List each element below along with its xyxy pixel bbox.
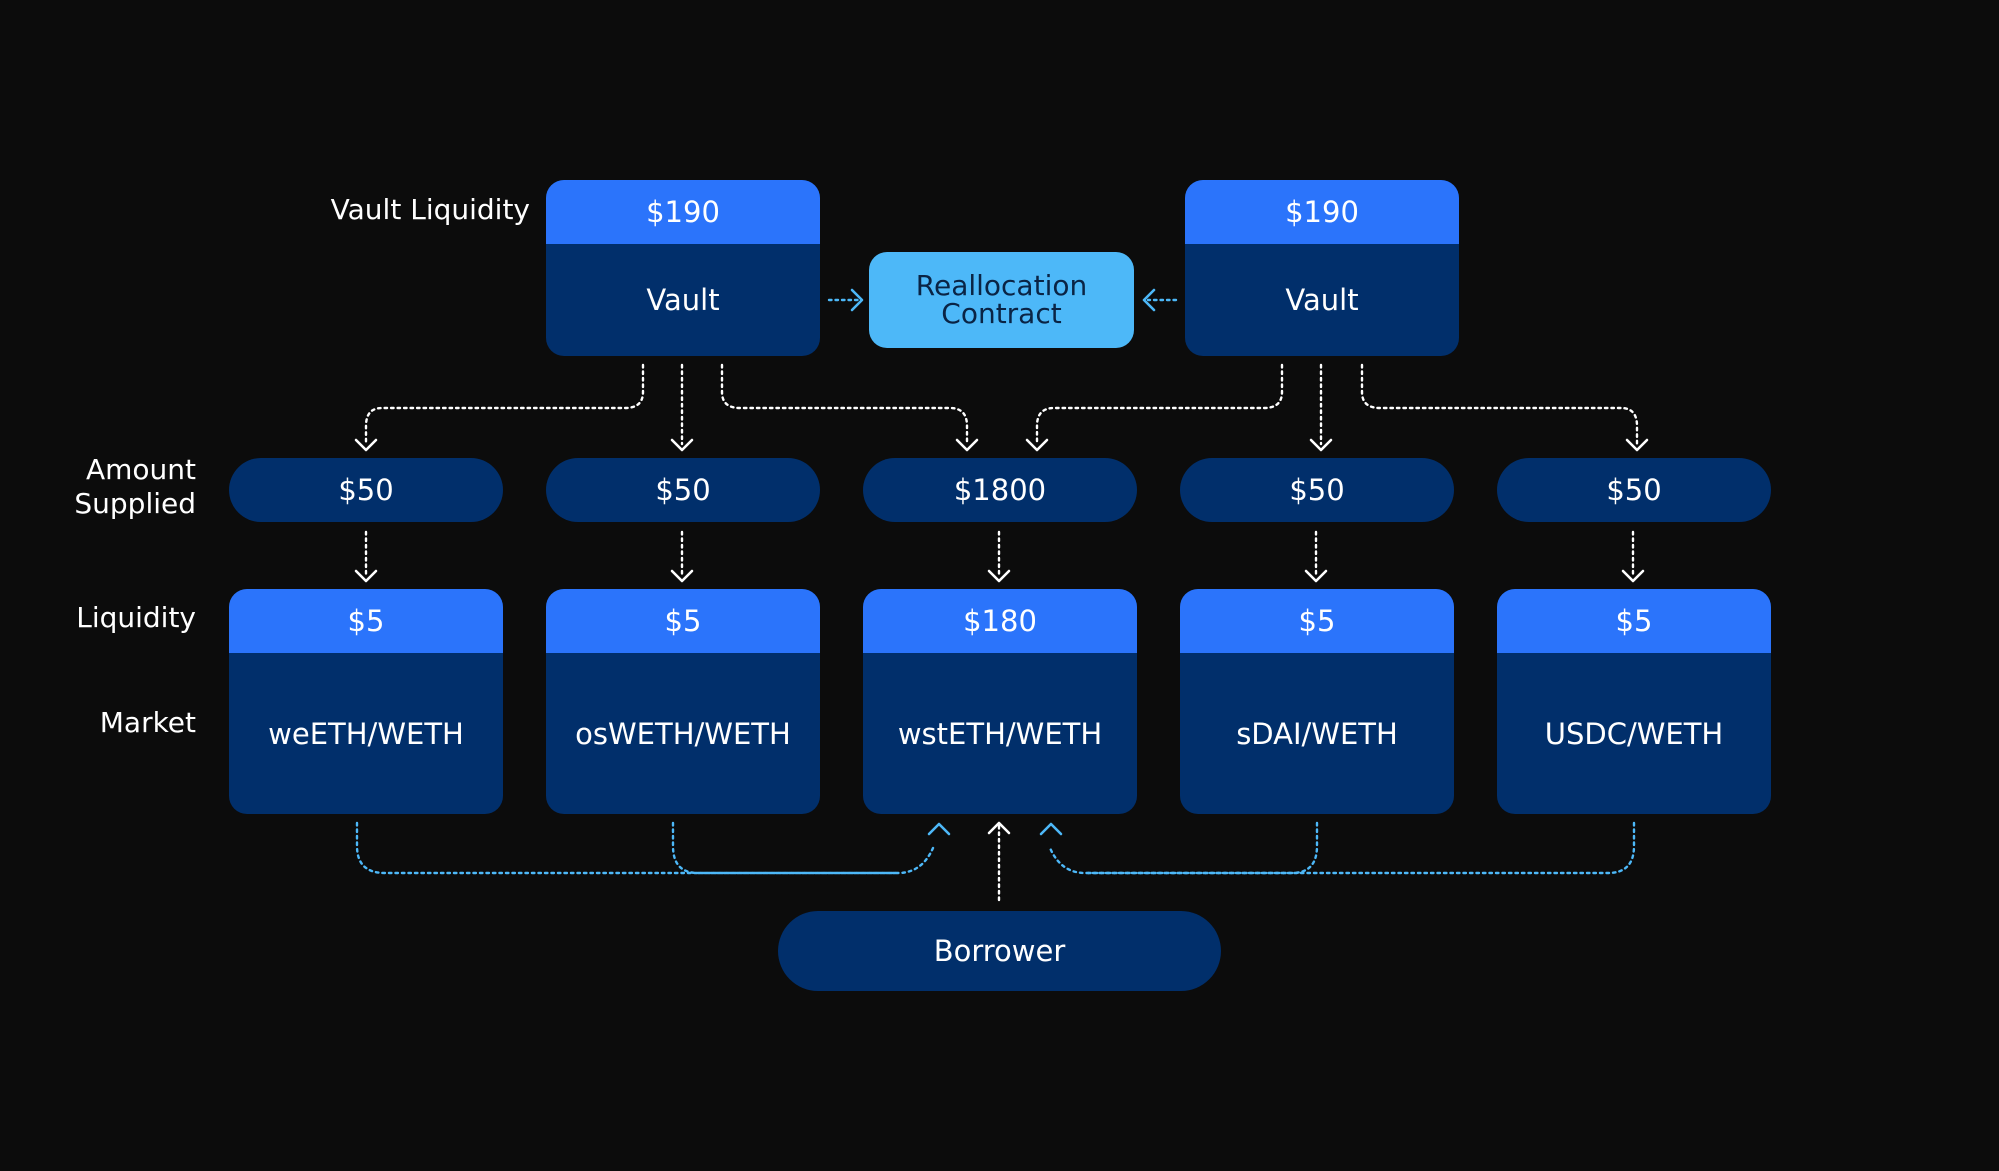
arrowhead-borrower-up (987, 821, 1011, 835)
reallocation-contract-line2: Contract (941, 297, 1062, 330)
market-2-liquidity: $5 (546, 589, 820, 653)
arrowhead-market-2 (670, 569, 694, 583)
arrowhead-blue-wsteth-right (1039, 822, 1063, 836)
market-3-name: wstETH/WETH (897, 716, 1103, 751)
market-wsteth-weth[interactable]: $180 wstETH/WETH (863, 589, 1137, 814)
label-vault-liquidity: Vault Liquidity (330, 193, 530, 226)
vault-1[interactable]: $190 Vault (546, 180, 820, 356)
market-4-name: sDAI/WETH (1236, 716, 1398, 751)
arrowhead-wsteth-left (955, 438, 979, 452)
label-market: Market (99, 706, 196, 739)
reallocation-flow-sdai (1083, 821, 1319, 875)
market-5-name: USDC/WETH (1544, 716, 1724, 751)
arrowhead-usdc (1625, 438, 1649, 452)
connector-vault1-wsteth (720, 363, 969, 446)
label-amount-supplied-line2: Supplied (74, 487, 196, 521)
arrowhead-market-4 (1304, 569, 1328, 583)
connector-vault1-weeth (364, 363, 645, 446)
amount-supplied-3[interactable]: $1800 (863, 458, 1137, 522)
arrowhead-to-reallocation-left (850, 288, 864, 312)
amount-supplied-1[interactable]: $50 (229, 458, 503, 522)
amount-supplied-4[interactable]: $50 (1180, 458, 1454, 522)
label-amount-supplied: Amount Supplied (40, 453, 196, 521)
market-5-liquidity: $5 (1497, 589, 1771, 653)
reallocation-contract[interactable]: Reallocation Contract (869, 252, 1134, 348)
arrowhead-wsteth-right (1025, 438, 1049, 452)
market-3-liquidity: $180 (863, 589, 1137, 653)
label-liquidity: Liquidity (76, 601, 196, 634)
reallocation-flow-weeth (355, 821, 935, 875)
market-1-name: weETH/WETH (268, 716, 464, 751)
market-sdai-weth[interactable]: $5 sDAI/WETH (1180, 589, 1454, 814)
market-weeth-weth[interactable]: $5 weETH/WETH (229, 589, 503, 814)
arrowhead-sdai (1309, 438, 1333, 452)
market-4-liquidity: $5 (1180, 589, 1454, 653)
connector-vault2-wsteth (1035, 363, 1284, 446)
vault-2-label: Vault (1285, 283, 1359, 317)
arrowhead-blue-wsteth-left (927, 822, 951, 836)
reallocation-flow-usdc (1048, 821, 1636, 875)
arrowhead-osweth (670, 438, 694, 452)
connector-vault2-usdc (1360, 363, 1639, 446)
arrowhead-market-5 (1621, 569, 1645, 583)
market-2-name: osWETH/WETH (575, 716, 791, 751)
arrowhead-weeth (354, 438, 378, 452)
arrowhead-to-reallocation-right (1142, 288, 1156, 312)
borrower[interactable]: Borrower (778, 911, 1221, 991)
vault-1-liquidity: $190 (546, 180, 820, 244)
reallocation-flow-osweth (671, 821, 900, 875)
arrowhead-market-1 (354, 569, 378, 583)
market-1-liquidity: $5 (229, 589, 503, 653)
reallocation-contract-line1: Reallocation (915, 269, 1088, 302)
market-osweth-weth[interactable]: $5 osWETH/WETH (546, 589, 820, 814)
amount-supplied-5[interactable]: $50 (1497, 458, 1771, 522)
market-usdc-weth[interactable]: $5 USDC/WETH (1497, 589, 1771, 814)
arrowhead-market-3 (987, 569, 1011, 583)
vault-2-liquidity: $190 (1185, 180, 1459, 244)
label-amount-supplied-line1: Amount (85, 453, 196, 486)
vault-1-label: Vault (646, 283, 720, 317)
amount-supplied-2[interactable]: $50 (546, 458, 820, 522)
vault-2[interactable]: $190 Vault (1185, 180, 1459, 356)
